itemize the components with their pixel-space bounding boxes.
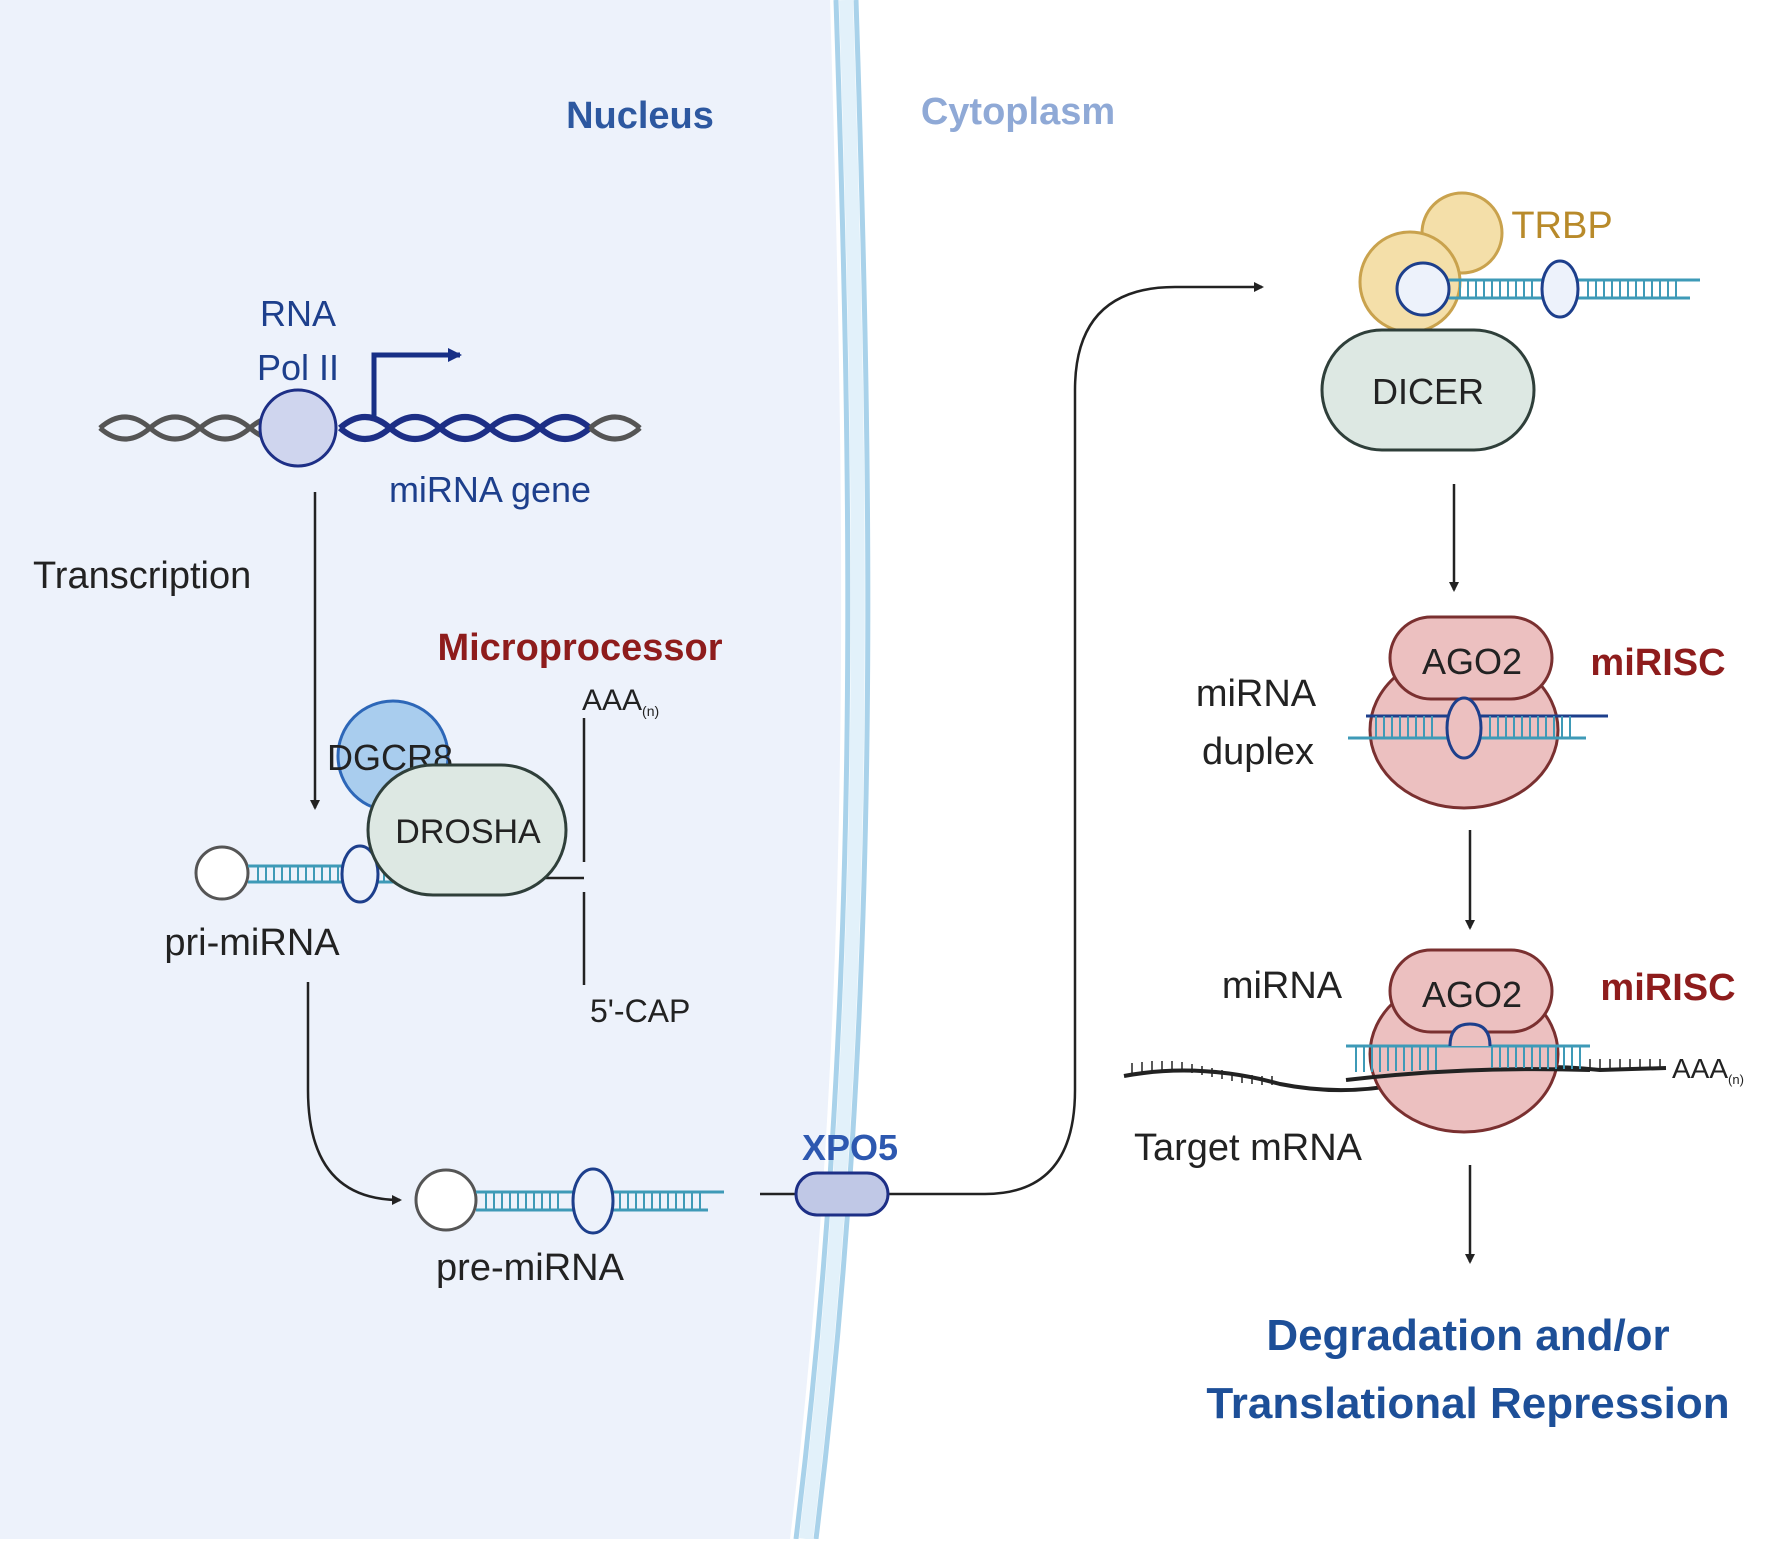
pre-mirna-hairpin-icon — [414, 1167, 724, 1235]
target-mrna-label: Target mRNA — [1134, 1127, 1363, 1169]
outcome-line1: Degradation and/or — [1266, 1311, 1669, 1360]
transcription-start-arrow-icon — [371, 348, 462, 418]
target-mrna-bases-icon — [1131, 1059, 1661, 1085]
loaded-mirna-icon — [1345, 1022, 1591, 1082]
outcome-line2: Translational Repression — [1206, 1379, 1729, 1428]
mirna-gene-label: miRNA gene — [389, 469, 591, 510]
rna-label: RNA — [260, 293, 336, 334]
mirna-label: miRNA — [1222, 965, 1343, 1007]
mirisc-bottom-label: miRISC — [1600, 967, 1735, 1009]
mirna-duplex-label-line2: duplex — [1202, 731, 1314, 773]
pri-mirna-label: pri-miRNA — [164, 922, 340, 964]
ago2-top-label: AGO2 — [1422, 641, 1522, 682]
dicer-label: DICER — [1372, 371, 1484, 412]
trbp-label: TRBP — [1511, 205, 1612, 247]
ago2-bottom-label: AGO2 — [1422, 974, 1522, 1015]
dicer-bound-hairpin-icon — [1395, 259, 1700, 319]
mirna-duplex-label-line1: miRNA — [1196, 673, 1317, 715]
nucleus-label: Nucleus — [566, 95, 714, 137]
xpo5-exportin — [794, 1171, 890, 1217]
export-arrow-icon — [760, 282, 1264, 1196]
target-aaa-label: AAA(n) — [1672, 1053, 1744, 1087]
five-cap-label: 5'-CAP — [590, 993, 690, 1029]
processing-arrow-icon — [306, 982, 402, 1205]
microprocessor-label: Microprocessor — [437, 627, 722, 669]
mirna-duplex-icon — [1348, 696, 1608, 760]
aaa-label: AAA(n) — [582, 684, 659, 719]
cytoplasm-label: Cytoplasm — [921, 91, 1115, 133]
drosha-protein — [366, 763, 568, 897]
dicer-protein — [1320, 328, 1536, 452]
mirisc-top-label: miRISC — [1590, 642, 1725, 684]
pre-mirna-label: pre-miRNA — [436, 1247, 625, 1289]
pol-ii-label: Pol II — [257, 347, 339, 388]
nuclear-membrane — [793, 0, 871, 1540]
transcription-label: Transcription — [33, 555, 251, 597]
rna-pol-ii-circle — [258, 388, 338, 468]
xpo5-label: XPO5 — [802, 1127, 898, 1168]
drosha-label: DROSHA — [395, 813, 541, 851]
